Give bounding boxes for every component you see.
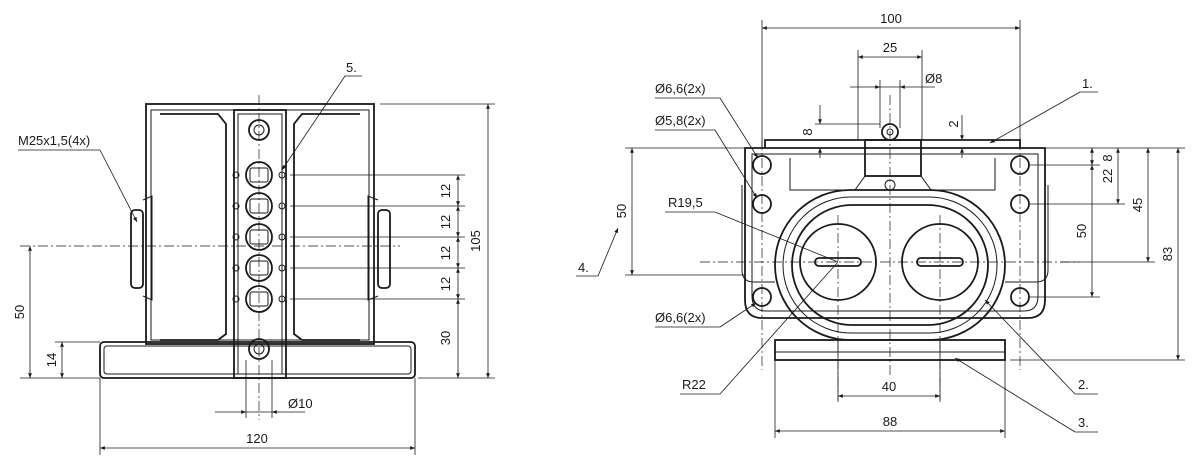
label-hole-bottom: Ø6,6(2x) — [655, 310, 706, 325]
dim-width-top: 100 — [880, 11, 902, 26]
thread-leader — [99, 149, 138, 223]
dim-bottom-40: 40 — [882, 379, 896, 394]
dim-axis-height: 50 — [12, 305, 27, 319]
callout-4: 4. — [578, 260, 589, 275]
dim-total-height: 105 — [468, 230, 483, 252]
label-hole-mid: Ø5,8(2x) — [655, 113, 706, 128]
dim-offset-2: 2 — [946, 120, 961, 127]
dim-pitch-2: 12 — [438, 215, 453, 229]
right-view: 100 25 Ø8 8 2 8 22 45 50 83 — [576, 11, 1185, 438]
callout-2: 2. — [1078, 377, 1089, 392]
dim-height-50-left: 50 — [614, 204, 629, 218]
callout-1: 1. — [1082, 76, 1093, 91]
dim-base-height: 14 — [44, 353, 59, 367]
dim-bottom-88: 88 — [883, 414, 897, 429]
dim-dia-8: Ø8 — [925, 71, 942, 86]
right-channel-left — [741, 185, 775, 283]
hole-top-right — [1010, 155, 1030, 175]
right-actuator-block — [864, 139, 922, 177]
left-gland-left-body — [142, 195, 153, 301]
hole-top-left — [752, 155, 772, 175]
left-base-inner — [103, 345, 412, 375]
right-flange-inner — [751, 153, 1039, 312]
label-radius-inner: R19,5 — [668, 195, 703, 210]
dim-pitch-4: 12 — [438, 277, 453, 291]
callout-5: 5. — [346, 60, 357, 75]
dim-height-45: 45 — [1130, 198, 1145, 212]
dim-offset-8: 8 — [800, 128, 815, 135]
left-gland-right — [377, 209, 391, 289]
label-hole-top: Ø6,6(2x) — [655, 81, 706, 96]
left-panel-left — [160, 113, 227, 341]
dim-offset-8b: 8 — [1100, 154, 1115, 161]
right-channel-right — [1005, 185, 1049, 283]
dim-spacing-25: 25 — [883, 40, 897, 55]
dim-bolt-diameter: Ø10 — [288, 396, 313, 411]
dim-width: 120 — [246, 431, 268, 446]
right-top-rim — [764, 139, 1021, 148]
dim-height-22: 22 — [1100, 169, 1115, 183]
dim-height-50-right: 50 — [1074, 224, 1089, 238]
left-gland-right-body — [367, 195, 379, 301]
left-contact-strip — [233, 109, 287, 379]
left-view: 12 12 12 12 30 105 50 14 120 Ø10 M25x1,5… — [12, 60, 495, 455]
dim-pitch-3: 12 — [438, 246, 453, 260]
thread-label: M25x1,5(4x) — [18, 133, 90, 148]
dim-lower-offset: 30 — [438, 331, 453, 345]
callout-3: 3. — [1078, 415, 1089, 430]
right-cavity-top — [789, 158, 996, 191]
dim-height-83: 83 — [1160, 247, 1175, 261]
left-base-flange — [99, 341, 416, 379]
right-flange-outline — [744, 147, 1046, 319]
left-panel-right — [293, 113, 360, 341]
label-radius-outer: R22 — [682, 377, 706, 392]
left-contact-strip-inner — [237, 113, 283, 375]
left-gland-left — [130, 209, 144, 289]
dim-pitch-1: 12 — [438, 184, 453, 198]
